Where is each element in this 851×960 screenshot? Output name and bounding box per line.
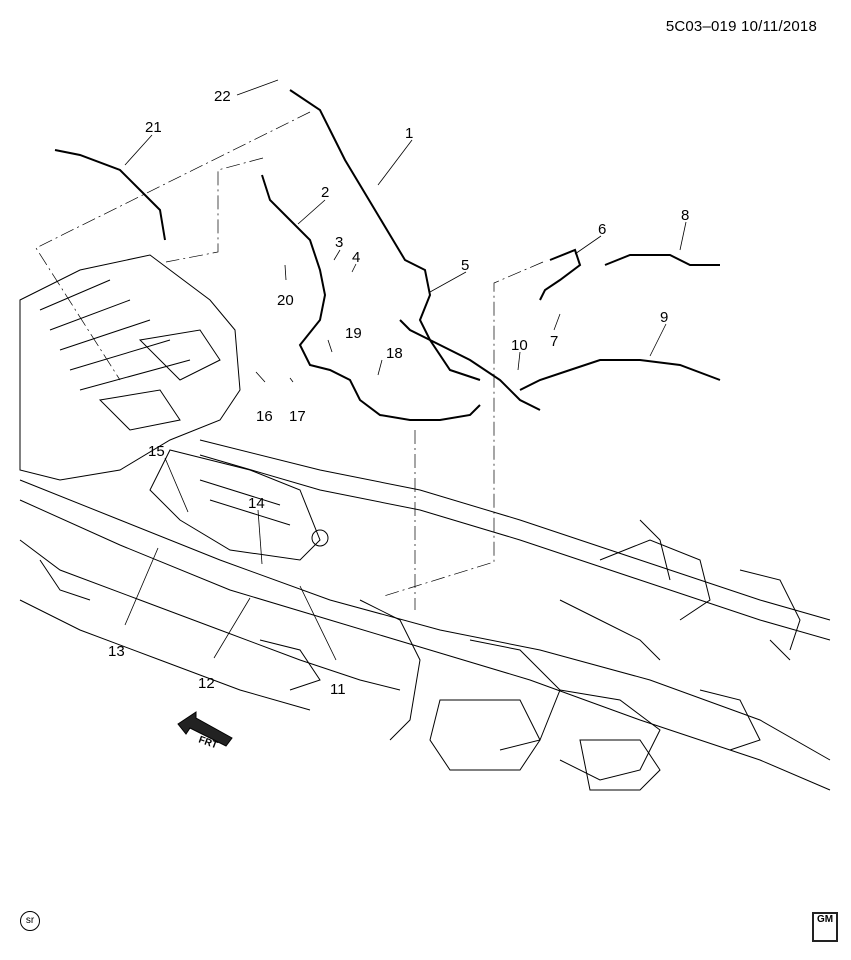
front-direction-arrow-icon: FRT: [177, 711, 233, 751]
callout-2: 2: [321, 184, 329, 201]
callout-3: 3: [335, 234, 343, 251]
line-part-8: [604, 254, 720, 266]
frame-rail-right: [199, 439, 831, 621]
frame-rail-left-lower: [19, 499, 831, 791]
callout-6: 6: [598, 221, 606, 238]
callout-9: 9: [660, 309, 668, 326]
callout-21: 21: [145, 119, 162, 136]
callout-7: 7: [550, 333, 558, 350]
frame-and-engine-drawing: [19, 254, 831, 791]
transmission-output: [311, 529, 329, 547]
engine-detail-lines: [39, 279, 191, 391]
transmission-outline: [149, 449, 321, 561]
callout-8: 8: [681, 207, 689, 224]
callout-labels: 1 2 3 4 5 6 7 8 9 10 11 12 13 14 15 16 1…: [108, 88, 689, 698]
gm-logo-icon: GM: [812, 912, 838, 942]
callout-19: 19: [345, 325, 362, 342]
leader-lines: [124, 79, 687, 661]
sr-badge-icon: sr: [20, 911, 40, 931]
line-part-1: [289, 89, 481, 381]
line-part-2: [261, 174, 481, 421]
callout-11: 11: [330, 681, 346, 698]
line-part-21: [54, 149, 166, 241]
suspension-arm: [359, 599, 421, 741]
hose-lines: [54, 89, 721, 421]
callout-13: 13: [108, 643, 125, 660]
underbody-tank: [429, 699, 541, 771]
diagram-date: 10/11/2018: [741, 18, 817, 35]
diagram-code: 5C03–019: [665, 18, 737, 35]
callout-1: 1: [405, 125, 413, 142]
line-part-6: [539, 248, 582, 301]
gm-logo-text: GM: [816, 914, 834, 925]
callout-17: 17: [289, 408, 306, 425]
engine-outline: [19, 254, 241, 481]
reference-lines: [35, 111, 544, 610]
callout-20: 20: [277, 292, 294, 309]
diagram-header: 5C03–019 10/11/2018: [666, 18, 817, 35]
callout-18: 18: [386, 345, 403, 362]
frame-rail-left: [19, 479, 831, 761]
callout-15: 15: [148, 443, 165, 460]
callout-14: 14: [248, 495, 265, 512]
callout-5: 5: [461, 257, 469, 274]
rear-crossmember: [559, 689, 661, 781]
callout-16: 16: [256, 408, 273, 425]
engine-intake: [98, 329, 221, 431]
line-part-9: [519, 359, 721, 391]
callout-22: 22: [214, 88, 231, 105]
callout-4: 4: [352, 249, 360, 266]
front-crossmember: [19, 539, 401, 691]
callout-12: 12: [198, 675, 215, 692]
callout-10: 10: [511, 337, 528, 354]
